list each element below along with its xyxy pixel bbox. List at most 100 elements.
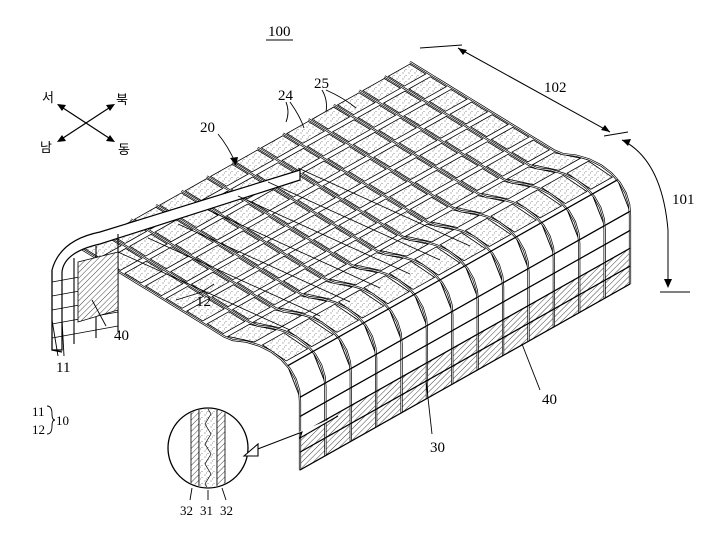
legend-11: 11 xyxy=(32,404,45,419)
solar-panel xyxy=(301,160,341,184)
label-40-left: 40 xyxy=(114,328,129,344)
purlin xyxy=(299,229,631,417)
solar-panel xyxy=(393,157,433,180)
label-25: 25 xyxy=(314,76,329,92)
solar-panel xyxy=(382,90,422,114)
solar-panel xyxy=(216,257,256,281)
solar-panel xyxy=(439,155,479,179)
solar-panel xyxy=(297,187,337,211)
legend-10: 10 xyxy=(56,413,69,428)
solar-panel xyxy=(266,228,306,252)
label-40-right: 40 xyxy=(542,392,557,408)
solar-panel xyxy=(469,114,509,138)
roof-beam xyxy=(237,195,411,275)
label-102: 102 xyxy=(544,80,567,96)
solar-panel xyxy=(480,180,531,200)
purlin xyxy=(299,247,631,435)
solar-panel xyxy=(429,209,480,228)
label-20: 20 xyxy=(200,120,215,136)
legend-12: 12 xyxy=(32,422,45,437)
solar-panel xyxy=(460,168,500,191)
compass-east-label: 동 xyxy=(118,143,130,158)
solar-panel xyxy=(387,63,427,87)
solar-panel xyxy=(308,253,348,277)
solar-panel xyxy=(336,92,376,116)
solar-panel xyxy=(408,76,448,100)
arrowhead-south xyxy=(57,135,66,142)
leader-lines xyxy=(51,89,541,435)
solar-panel xyxy=(317,200,357,223)
solar-panel xyxy=(225,203,265,227)
reference-labels: 20 24 25 102 101 12 40 11 40 30 11 12 10… xyxy=(32,76,695,518)
solar-panel xyxy=(444,128,484,152)
greenhouse-frame xyxy=(51,61,632,471)
solar-panel xyxy=(331,119,371,143)
solar-panel xyxy=(490,126,530,150)
solar-panel xyxy=(352,131,392,155)
roof-beam xyxy=(267,181,441,261)
purlin xyxy=(299,283,631,471)
solar-panel xyxy=(449,101,489,125)
solar-panel xyxy=(414,169,454,193)
solar-panel xyxy=(271,201,311,225)
solar-panel xyxy=(170,259,210,282)
solar-panel xyxy=(338,212,378,236)
layer-32-left xyxy=(190,409,200,487)
label-12: 12 xyxy=(196,294,211,310)
solar-panel xyxy=(435,182,475,206)
solar-panel xyxy=(384,211,424,234)
solar-panel xyxy=(302,280,354,300)
solar-panel xyxy=(311,106,351,130)
solar-panel xyxy=(362,78,402,101)
label-24: 24 xyxy=(278,88,294,104)
front-gable-frame xyxy=(51,169,301,351)
layer-32-right xyxy=(216,409,226,487)
solar-panel xyxy=(353,252,404,271)
arrowhead-north xyxy=(106,104,115,111)
arrowhead-east xyxy=(106,135,115,142)
purlin xyxy=(299,265,631,453)
solar-panel xyxy=(511,139,551,163)
solar-panel xyxy=(506,166,557,186)
solar-panel xyxy=(277,295,328,314)
roof-beam xyxy=(207,209,381,289)
label-32-left: 32 xyxy=(180,503,193,518)
roof-beam xyxy=(297,167,471,247)
solar-panel xyxy=(363,198,403,222)
solar-panel xyxy=(357,104,397,128)
label-101: 101 xyxy=(672,192,695,208)
compass-west-label: 서 xyxy=(42,91,54,106)
solar-panel xyxy=(282,268,322,292)
solar-panel xyxy=(149,246,189,270)
solar-panel xyxy=(389,184,429,207)
solar-panel xyxy=(531,152,582,171)
arrowhead-west xyxy=(57,104,66,111)
solar-panel xyxy=(292,214,332,238)
solar-panel xyxy=(285,120,325,144)
solar-panel xyxy=(377,117,417,141)
solar-panel xyxy=(128,233,168,257)
solar-panel xyxy=(252,309,303,329)
solar-panel xyxy=(428,88,468,112)
solar-panel xyxy=(260,135,300,159)
solar-panel xyxy=(465,141,505,165)
solar-panel xyxy=(368,171,408,195)
solar-panel xyxy=(246,216,286,239)
solar-panel xyxy=(373,144,413,168)
dimension-102 xyxy=(419,44,629,137)
solar-panel xyxy=(403,103,443,127)
solar-panel xyxy=(281,147,321,171)
solar-panel xyxy=(379,238,430,257)
solar-panel xyxy=(185,298,225,322)
solar-panel xyxy=(257,282,297,306)
solar-panel xyxy=(419,142,459,166)
solar-panel xyxy=(226,323,277,343)
label-30: 30 xyxy=(430,440,445,456)
purlin xyxy=(287,179,618,367)
svg-text:100: 100 xyxy=(268,24,291,40)
solar-panel xyxy=(287,241,327,265)
solar-panel xyxy=(409,196,449,220)
solar-panel xyxy=(209,163,249,187)
solar-panel xyxy=(322,173,362,196)
solar-panel xyxy=(358,225,398,249)
